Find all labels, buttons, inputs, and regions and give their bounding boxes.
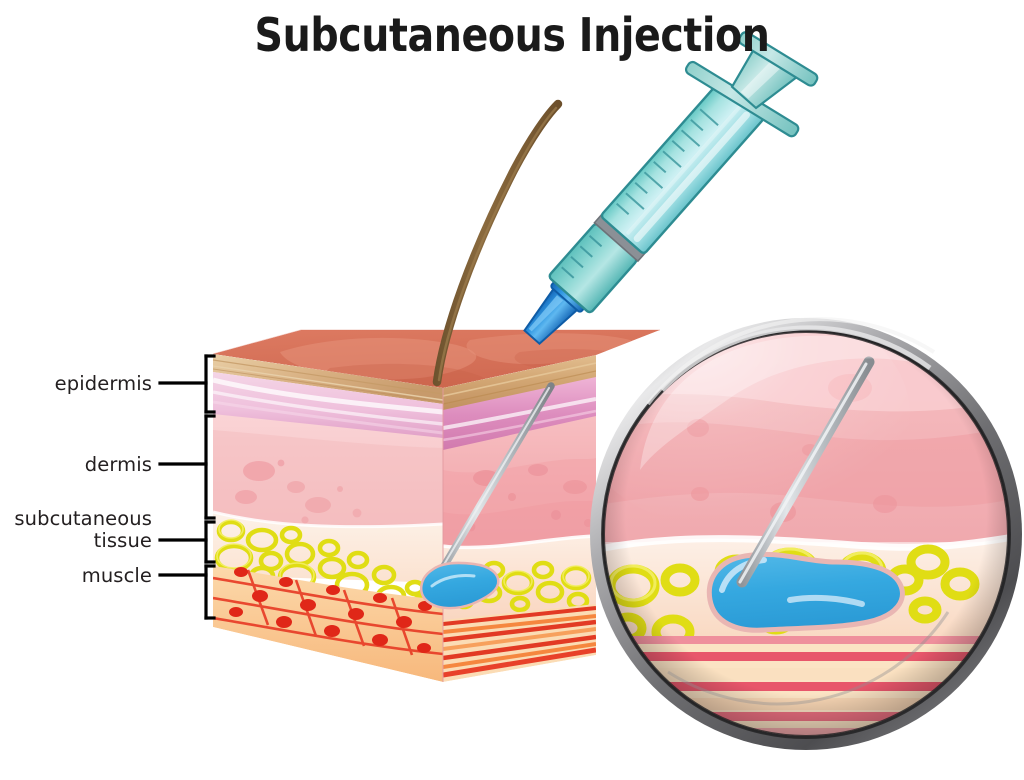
label-subcutaneous-tissue: subcutaneous tissue [14, 507, 152, 552]
syringe-barrel [600, 80, 764, 254]
label-epidermis: epidermis [54, 372, 152, 395]
plunger-cap [738, 31, 819, 87]
skin-left-face [213, 354, 443, 682]
muscle-striations-front [443, 606, 596, 678]
needle [433, 382, 555, 582]
magnifier-lens [590, 317, 1022, 750]
page-title: Subcutaneous Injection [254, 8, 770, 62]
label-bracket [158, 354, 216, 620]
graduation-marks [615, 108, 719, 216]
label-dermis: dermis [84, 453, 152, 476]
label-muscle: muscle [81, 564, 152, 587]
hair-strand [432, 99, 563, 387]
skin-front-face [443, 355, 596, 682]
syringe [523, 31, 819, 346]
injection-fluid-bolus [419, 561, 500, 610]
muscle-nuclei-left [229, 567, 432, 653]
skin-block-3d [212, 329, 660, 682]
